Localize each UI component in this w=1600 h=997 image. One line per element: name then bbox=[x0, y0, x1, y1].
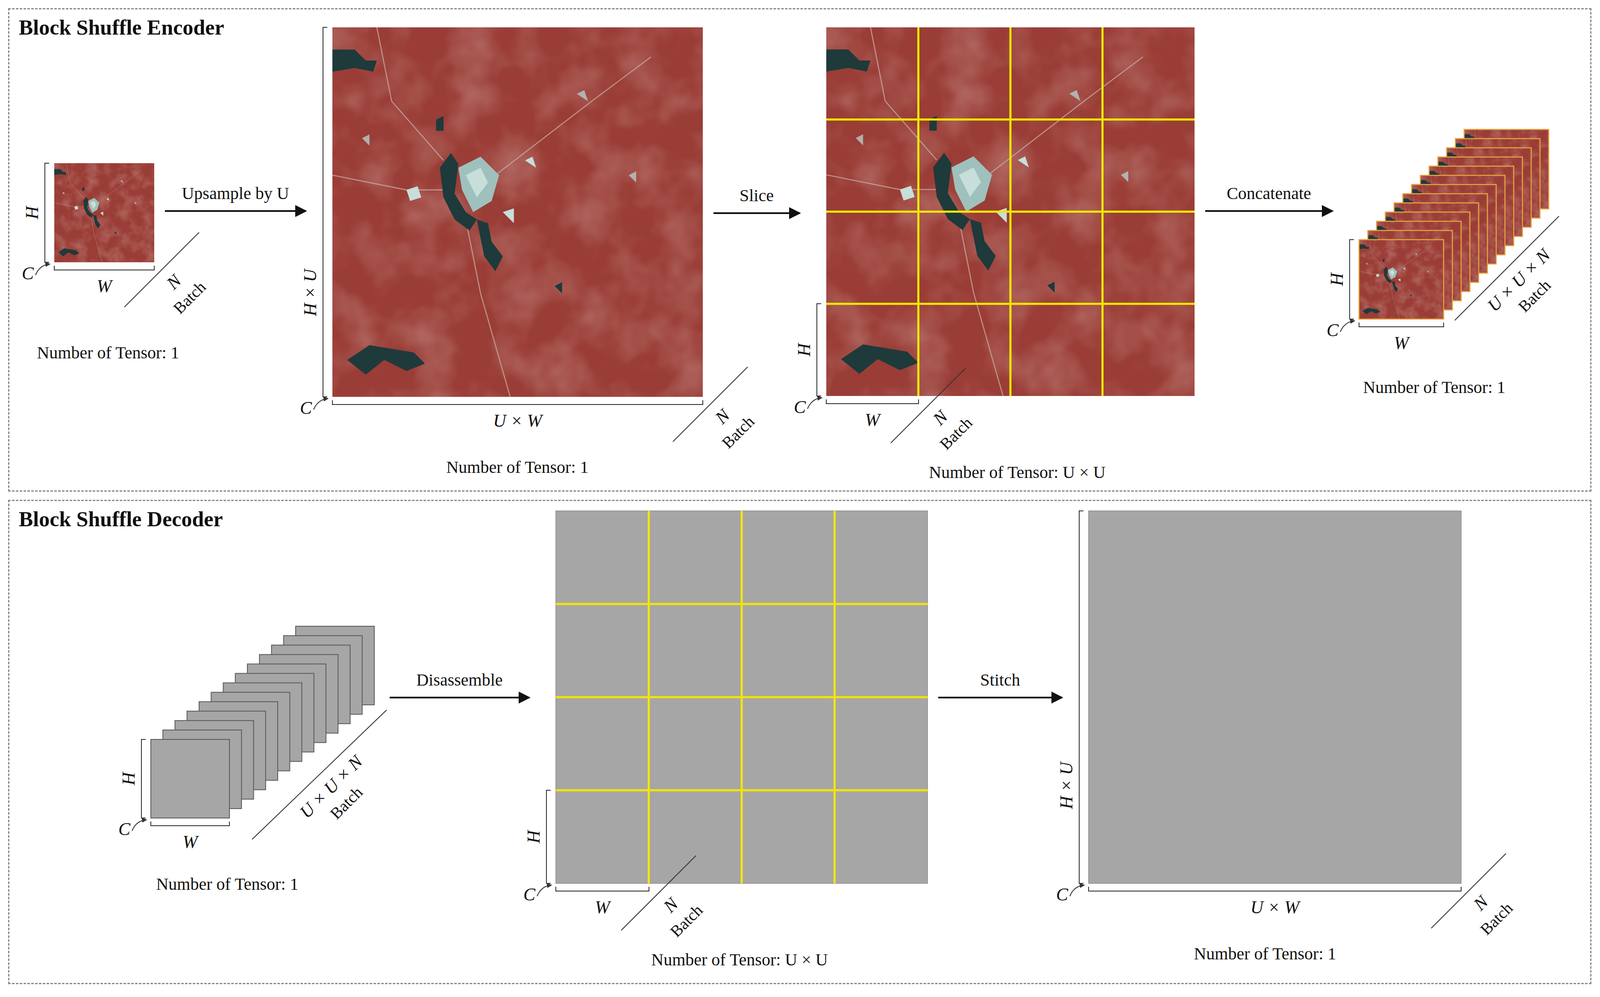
dimension-label: U × W bbox=[1250, 897, 1300, 918]
edge-label: Concatenate bbox=[1226, 183, 1312, 204]
width-bracket bbox=[1359, 322, 1444, 327]
tensor-stage: Number of Tensor: 1 bbox=[54, 163, 155, 263]
height-bracket bbox=[546, 790, 551, 884]
flow-arrow bbox=[164, 210, 306, 212]
dimension-label: U × W bbox=[493, 410, 543, 432]
channel-pointer bbox=[537, 885, 552, 897]
dimension-label: W bbox=[595, 897, 611, 918]
stacked-patch bbox=[1359, 239, 1444, 320]
slice-line bbox=[555, 696, 928, 699]
dimension-label: C bbox=[299, 397, 312, 419]
dashed-panel: Block Shuffle DecoderNumber of Tensor: 1… bbox=[8, 499, 1592, 985]
flow-arrow bbox=[713, 212, 800, 215]
dimension-label: N bbox=[928, 406, 952, 430]
width-bracket bbox=[150, 821, 230, 826]
stacked-map bbox=[150, 739, 230, 819]
slice-line bbox=[826, 302, 1195, 306]
dimension-label: N bbox=[1469, 891, 1493, 915]
width-bracket bbox=[1088, 886, 1462, 892]
slice-line bbox=[826, 210, 1195, 213]
height-bracket bbox=[816, 303, 822, 397]
dimension-label: N bbox=[659, 893, 683, 917]
channel-pointer bbox=[313, 398, 329, 410]
dimension-label: W bbox=[1394, 332, 1410, 354]
dimension-label: N bbox=[710, 405, 734, 429]
tensor-count: Number of Tensor: 1 bbox=[1193, 944, 1336, 964]
edge-label: Stitch bbox=[980, 670, 1020, 690]
dimension-label: C bbox=[793, 396, 806, 418]
dimension-label: H bbox=[118, 772, 139, 786]
tensor-count: Number of Tensor: 1 bbox=[155, 874, 299, 895]
dimension-label: H bbox=[1326, 273, 1348, 286]
height-bracket bbox=[44, 163, 50, 263]
tensor-count: Number of Tensor: U × U bbox=[651, 950, 828, 970]
height-bracket bbox=[1349, 239, 1354, 320]
batch-axis bbox=[1454, 216, 1559, 321]
dimension-label: C bbox=[1326, 320, 1339, 341]
dimension-label: N bbox=[162, 270, 186, 294]
dimension-label: W bbox=[96, 275, 112, 297]
panel-heading: Block Shuffle Decoder bbox=[18, 507, 224, 532]
flow-arrow bbox=[1205, 210, 1333, 212]
slice-line bbox=[833, 510, 836, 884]
output-map bbox=[1088, 510, 1462, 884]
dimension-label: H bbox=[523, 830, 544, 844]
satellite-image bbox=[826, 27, 1195, 397]
batch-axis bbox=[252, 710, 387, 840]
edge-label: Disassemble bbox=[416, 670, 503, 690]
channel-pointer bbox=[132, 819, 147, 831]
tensor-count: Number of Tensor: 1 bbox=[1362, 377, 1506, 398]
dimension-label: C bbox=[523, 884, 536, 905]
tensor-stage: Number of Tensor: U × U bbox=[826, 27, 1195, 397]
patch-border bbox=[1359, 239, 1444, 320]
edge-label: Slice bbox=[739, 185, 774, 206]
tensor-count: Number of Tensor: U × U bbox=[928, 462, 1106, 483]
panel-heading: Block Shuffle Encoder bbox=[18, 15, 225, 41]
channel-pointer bbox=[807, 397, 823, 409]
flow-arrow bbox=[938, 696, 1063, 699]
channel-pointer bbox=[35, 264, 50, 276]
slice-line bbox=[1101, 27, 1104, 397]
height-bracket bbox=[322, 27, 328, 397]
tensor-stage: Number of Tensor: 1 bbox=[332, 27, 703, 397]
dimension-label: H bbox=[793, 343, 815, 357]
dimension-label: H bbox=[21, 206, 43, 220]
tensor-stage: Number of Tensor: U × U bbox=[555, 510, 928, 884]
channel-pointer bbox=[1069, 885, 1085, 897]
flow-arrow bbox=[389, 696, 530, 699]
width-bracket bbox=[826, 399, 919, 404]
dimension-label: C bbox=[118, 819, 131, 840]
channel-pointer bbox=[1340, 320, 1355, 332]
height-bracket bbox=[141, 739, 146, 819]
satellite-image bbox=[332, 27, 703, 397]
height-bracket bbox=[1079, 510, 1084, 884]
tensor-stage: Number of Tensor: 1 bbox=[1088, 510, 1462, 884]
tensor-count: Number of Tensor: 1 bbox=[446, 457, 589, 478]
dimension-label: W bbox=[182, 831, 198, 853]
dimension-label: W bbox=[865, 409, 881, 431]
dimension-label: C bbox=[21, 263, 34, 284]
dashed-panel: Block Shuffle EncoderNumber of Tensor: 1… bbox=[8, 8, 1592, 492]
satellite-image bbox=[54, 163, 155, 263]
edge-label: Upsample by U bbox=[181, 183, 289, 204]
width-bracket bbox=[332, 400, 703, 405]
tensor-count: Number of Tensor: 1 bbox=[36, 343, 180, 363]
slice-line bbox=[555, 789, 928, 792]
output-map bbox=[555, 510, 928, 884]
width-bracket bbox=[555, 886, 649, 892]
dimension-label: H × U bbox=[1056, 762, 1077, 810]
width-bracket bbox=[54, 265, 155, 271]
dimension-label: H × U bbox=[299, 269, 321, 317]
dimension-label: C bbox=[1056, 884, 1069, 905]
